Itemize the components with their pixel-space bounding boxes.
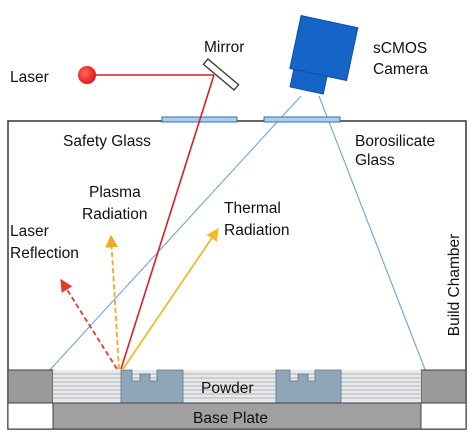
thermal-label-line1: Thermal [224, 200, 281, 217]
borosilicate-glass-window [263, 116, 341, 123]
build-chamber-label: Build Chamber [446, 234, 463, 337]
thermal-label-line2: Radiation [224, 222, 290, 239]
camera-label-line1: sCMOS [373, 40, 427, 57]
camera-label-line2: Camera [373, 61, 429, 78]
plasma-label-line2: Radiation [82, 206, 148, 223]
plasma-radiation-arrow [105, 234, 120, 370]
plasma-label-line1: Plasma [89, 184, 141, 201]
thermal-radiation-arrow [122, 227, 219, 370]
scmos-camera-icon [289, 15, 359, 95]
reflection-label-line1: Laser [10, 223, 49, 240]
chamber-floor-right [420, 402, 467, 430]
mirror-icon [202, 57, 240, 92]
laser-reflection-arrow [60, 278, 118, 370]
safety-glass-label: Safety Glass [63, 133, 151, 150]
reflection-label-line2: Reflection [10, 245, 79, 262]
camera-view-right [318, 95, 427, 373]
powder-label: Powder [201, 380, 254, 397]
mirror-label: Mirror [204, 39, 244, 56]
laser-source-icon [78, 66, 96, 84]
borosilicate-label-line2: Glass [355, 152, 395, 169]
base-plate-label: Base Plate [193, 410, 268, 427]
borosilicate-label-line1: Borosilicate [355, 133, 435, 150]
chamber-floor-left [7, 402, 54, 430]
laser-beam-to-powder [120, 74, 215, 370]
laser-label: Laser [10, 69, 49, 86]
